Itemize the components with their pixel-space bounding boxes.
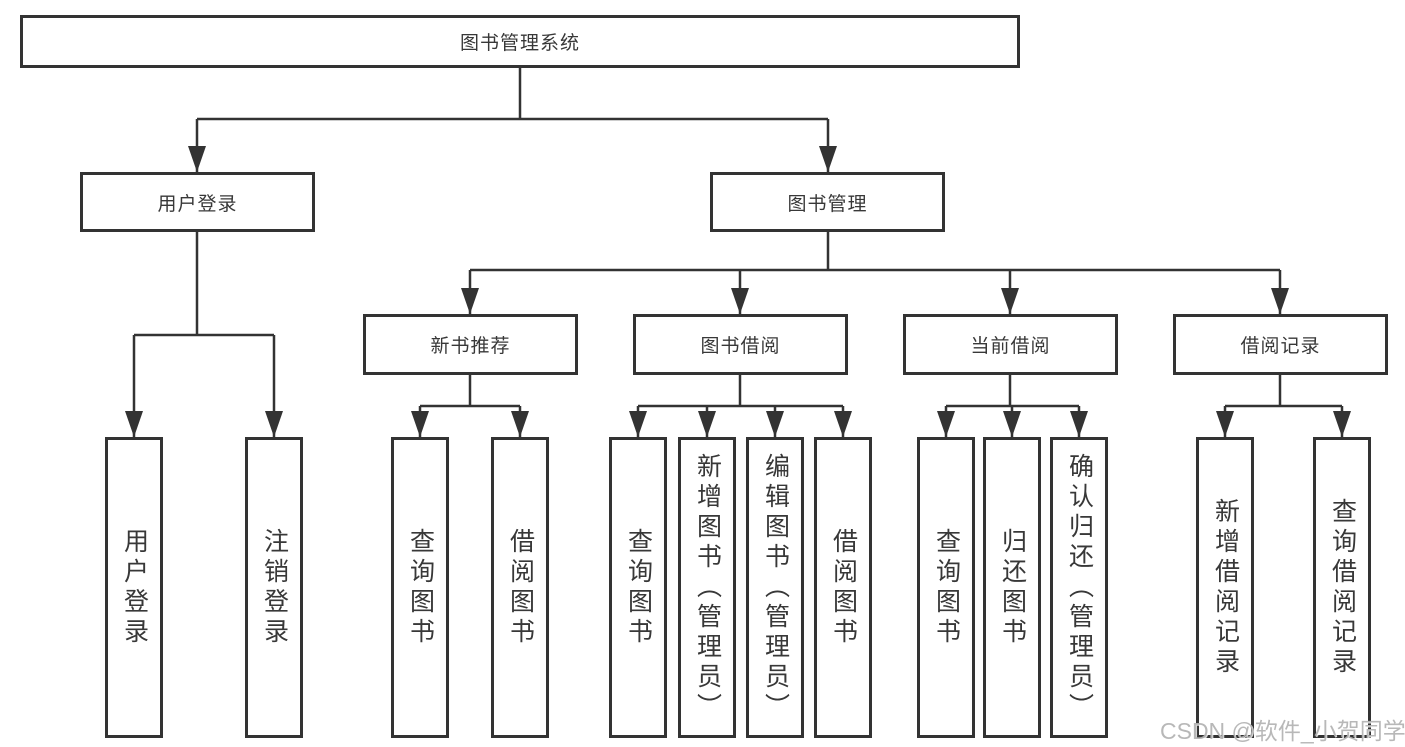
leaf-query-books: 查询图书 bbox=[917, 437, 975, 738]
node-book-management: 图书管理 bbox=[710, 172, 945, 232]
leaf-query-borrow-record: 查询借阅记录 bbox=[1313, 437, 1371, 738]
node-root-system: 图书管理系统 bbox=[20, 15, 1020, 68]
leaf-borrow-books: 借阅图书 bbox=[491, 437, 549, 738]
watermark: CSDN @软件_小贺同学 bbox=[1160, 718, 1405, 744]
leaf-edit-book-admin: 编辑图书（管理员） bbox=[746, 437, 804, 738]
node-borrow-records: 借阅记录 bbox=[1173, 314, 1388, 375]
leaf-logout: 注销登录 bbox=[245, 437, 303, 738]
leaf-query-books: 查询图书 bbox=[609, 437, 667, 738]
leaf-user-login: 用户登录 bbox=[105, 437, 163, 738]
node-book-borrow: 图书借阅 bbox=[633, 314, 848, 375]
node-user-login: 用户登录 bbox=[80, 172, 315, 232]
leaf-confirm-return-admin: 确认归还（管理员） bbox=[1050, 437, 1108, 738]
node-current-borrow: 当前借阅 bbox=[903, 314, 1118, 375]
leaf-return-books: 归还图书 bbox=[983, 437, 1041, 738]
leaf-add-book-admin: 新增图书（管理员） bbox=[678, 437, 736, 738]
leaf-borrow-books: 借阅图书 bbox=[814, 437, 872, 738]
leaf-query-books: 查询图书 bbox=[391, 437, 449, 738]
leaf-add-borrow-record: 新增借阅记录 bbox=[1196, 437, 1254, 738]
node-new-book-recommend: 新书推荐 bbox=[363, 314, 578, 375]
